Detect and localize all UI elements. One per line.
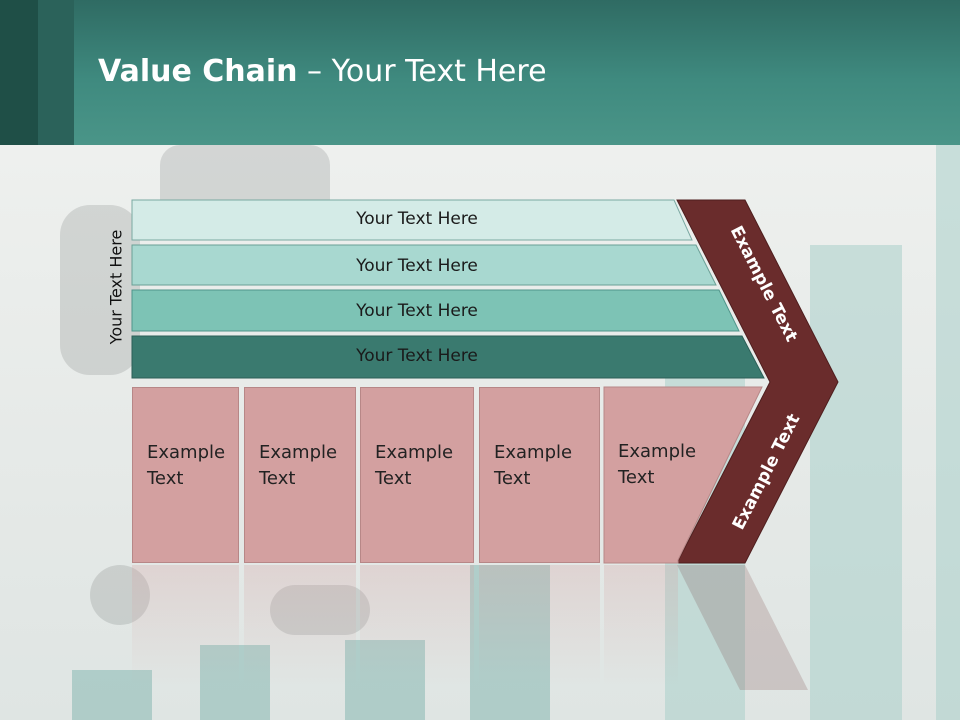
band-label: Your Text Here — [356, 346, 478, 366]
chevron-reflection — [677, 565, 808, 690]
band-shape-4 — [131, 335, 765, 379]
slide-title: Value Chain – Your Text Here — [98, 54, 547, 89]
header-accent-stripe — [38, 0, 74, 145]
last-cell-shape — [603, 386, 763, 564]
band-label: Your Text Here — [356, 209, 478, 229]
cell-reflection — [479, 565, 600, 685]
background-figure — [270, 585, 370, 635]
header-accent-stripe — [0, 0, 38, 145]
background-figure — [60, 205, 140, 375]
cell-reflection — [132, 565, 239, 685]
background-bar — [470, 565, 550, 720]
background-bar — [72, 670, 152, 720]
background-bar — [810, 245, 902, 720]
slide-header: Value Chain – Your Text Here — [0, 0, 960, 145]
cell-reflection — [244, 565, 356, 685]
background-figure — [90, 565, 150, 625]
background-bar — [200, 645, 270, 720]
band-label: Your Text Here — [356, 256, 478, 276]
title-bold: Value Chain — [98, 54, 298, 89]
band-shape-3 — [131, 289, 740, 332]
band-label: Your Text Here — [356, 301, 478, 321]
background-bar — [345, 640, 425, 720]
background-bar — [936, 145, 960, 720]
big-chevron — [676, 199, 839, 564]
band-shape-1 — [131, 199, 693, 241]
title-rest: – Your Text Here — [297, 54, 547, 89]
cell-reflection — [604, 565, 678, 685]
band-shape-2 — [131, 244, 717, 286]
side-label: Your Text Here — [106, 229, 126, 345]
cell-reflection — [360, 565, 474, 685]
